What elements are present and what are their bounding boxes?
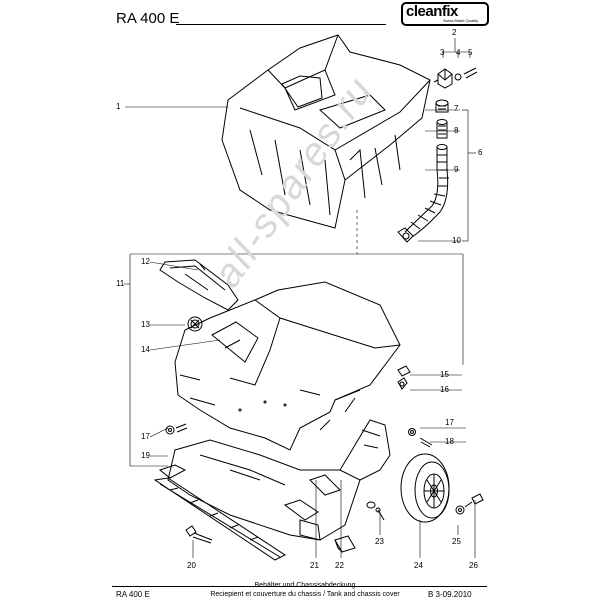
part-12-handle — [159, 259, 239, 311]
footer-caption: Behälter und Chassisabdeckung Reciepient… — [198, 581, 412, 599]
callout-16: 16 — [440, 385, 449, 394]
callout-8: 8 — [454, 126, 459, 135]
leader-lines — [124, 38, 476, 558]
callout-17-left: 17 — [141, 432, 150, 441]
callout-26: 26 — [469, 561, 478, 570]
callout-21: 21 — [310, 561, 319, 570]
part-7-10-fittings-hose — [397, 99, 449, 243]
part-2-5-bracket-screw — [433, 67, 478, 89]
part-1-tank — [221, 34, 431, 229]
callout-7: 7 — [454, 104, 459, 113]
callout-6: 6 — [478, 148, 483, 157]
callout-11: 11 — [116, 279, 125, 288]
callout-15: 15 — [440, 370, 449, 379]
callout-19: 19 — [141, 451, 150, 460]
callout-25: 25 — [452, 537, 461, 546]
footer-rule — [112, 586, 487, 587]
logo-tagline: Swiss Made Quality — [443, 18, 479, 23]
callout-23: 23 — [375, 537, 384, 546]
callout-10: 10 — [452, 236, 461, 245]
callout-2: 2 — [452, 28, 457, 37]
callout-14: 14 — [141, 345, 150, 354]
part-25-26-washer-screw — [455, 493, 484, 515]
callout-5: 5 — [468, 48, 473, 57]
callout-1: 1 — [116, 102, 121, 111]
part-13-knob — [187, 316, 203, 332]
callout-24: 24 — [414, 561, 423, 570]
footer-title-fr-en: Reciepient et couverture du chassis / Ta… — [210, 591, 400, 598]
page-title: RA 400 E — [116, 10, 180, 27]
part-11-chassis-cover — [174, 281, 401, 451]
callout-12: 12 — [141, 257, 150, 266]
callout-17-right: 17 — [445, 418, 454, 427]
callout-9: 9 — [454, 165, 459, 174]
footer-model: RA 400 E — [116, 590, 150, 599]
callout-22: 22 — [335, 561, 344, 570]
title-underline — [176, 24, 386, 25]
logo-wordmark: cleanfix — [406, 3, 458, 20]
part-15-18-fasteners — [165, 365, 433, 448]
part-19-chassis-base — [153, 419, 391, 561]
part-21-23-small-parts — [334, 501, 385, 553]
callout-18: 18 — [445, 437, 454, 446]
brand-logo: cleanfix Swiss Made Quality — [401, 2, 489, 26]
footer-title-de: Behälter und Chassisabdeckung — [254, 582, 356, 589]
part-20-bolt — [185, 525, 213, 544]
part-24-wheel — [400, 453, 450, 523]
callout-4: 4 — [456, 48, 461, 57]
callout-13: 13 — [141, 320, 150, 329]
callout-20: 20 — [187, 561, 196, 570]
callout-3: 3 — [440, 48, 445, 57]
footer-doc-ref: B 3-09.2010 — [428, 590, 472, 599]
